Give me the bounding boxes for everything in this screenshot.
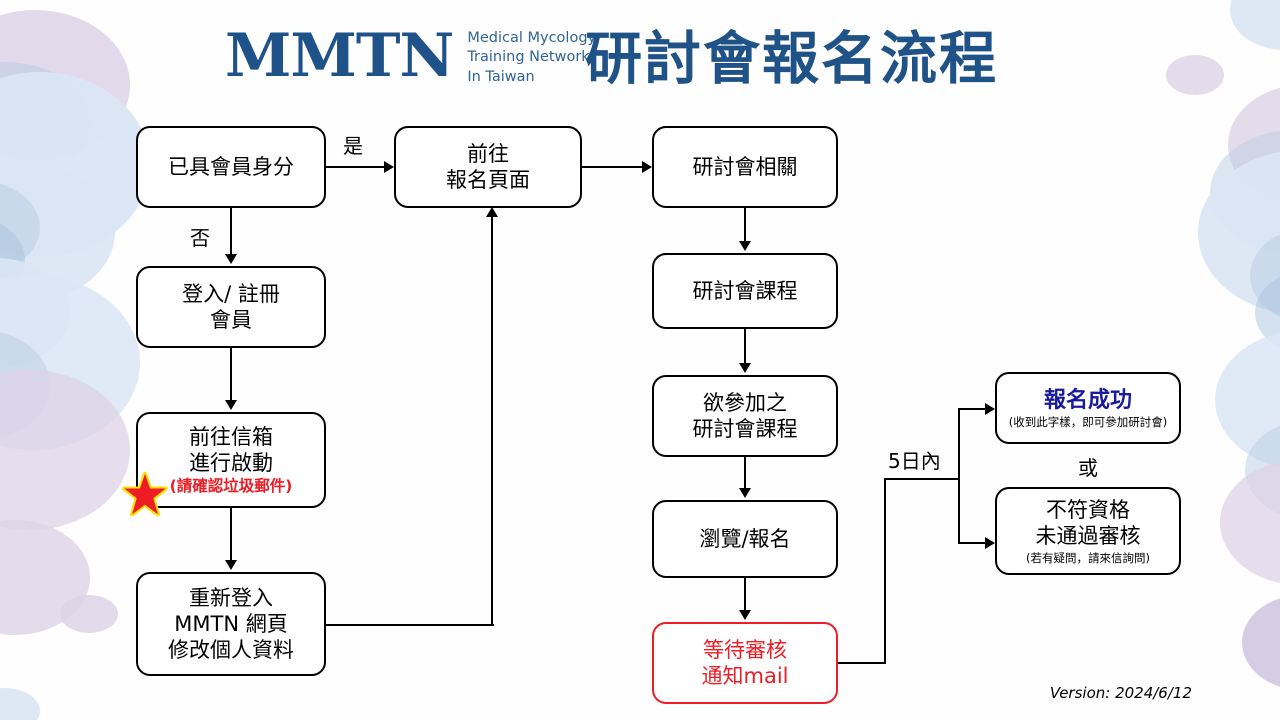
decor-blob	[1210, 130, 1280, 255]
logo-wordmark: MMTN	[225, 21, 454, 92]
node-activate-mail-note: (請確認垃圾郵件)	[169, 476, 293, 495]
page-title: 研討會報名流程	[585, 26, 998, 92]
edge-course-to-desired-arrowhead	[739, 363, 751, 373]
edge-label-yes: 是	[343, 134, 363, 158]
edge-branch-rejected-vertical	[958, 478, 961, 544]
edge-browse-to-waiting	[744, 578, 747, 612]
edge-relogin-loop-horizontal	[326, 624, 494, 627]
node-desired-course-line-2: 研討會課程	[692, 417, 798, 441]
edge-course-to-desired	[744, 329, 747, 365]
edge-branch-success-vertical	[958, 408, 961, 480]
mmtn-logo: MMTN Medical Mycology Training Network I…	[225, 26, 596, 87]
node-relogin-line-1: 重新登入	[189, 585, 273, 610]
node-success[interactable]: 報名成功 (收到此字樣，即可參加研討會)	[995, 372, 1181, 444]
node-waiting-review-line-1: 等待審核	[703, 637, 787, 662]
node-activate-mail-line-2: 進行啟動	[189, 451, 273, 476]
decor-blob	[1242, 595, 1280, 690]
logo-subtitle-line-3: In Taiwan	[467, 68, 535, 85]
edge-branch-success-arrowhead	[985, 403, 995, 415]
edge-branch-success-horizontal	[958, 408, 986, 411]
node-goto-signup-line-1: 前往	[467, 141, 509, 166]
edge-login-to-activate-arrowhead	[225, 400, 237, 410]
edge-waiting-out-vertical	[884, 478, 887, 664]
decor-blob	[0, 160, 115, 305]
logo-subtitle: Medical Mycology Training Network In Tai…	[467, 26, 596, 87]
node-member-check-line-1: 已具會員身分	[168, 154, 294, 179]
node-waiting-review-line-2: 通知mail	[701, 664, 789, 688]
node-success-title: 報名成功	[1043, 387, 1132, 413]
edge-split-horizontal	[884, 478, 960, 481]
node-desired-course[interactable]: 欲參加之 研討會課程	[652, 375, 838, 457]
decor-blob	[1198, 150, 1280, 315]
node-seminar-info[interactable]: 研討會相關	[652, 126, 838, 208]
decor-blob	[1255, 270, 1280, 355]
node-login-register-line-1: 登入/ 註冊	[182, 281, 280, 306]
node-seminar-info-line-1: 研討會相關	[692, 154, 798, 179]
node-login-register[interactable]: 登入/ 註冊 會員	[136, 266, 326, 348]
decor-blob	[0, 330, 50, 440]
node-rejected-subtitle: (若有疑問，請來信詢問)	[1026, 550, 1150, 565]
node-desired-course-line-1: 欲參加之	[703, 390, 787, 415]
edge-info-to-course-arrowhead	[739, 241, 751, 251]
edge-activate-to-relogin-arrowhead	[225, 560, 237, 570]
decor-blob	[1215, 330, 1280, 470]
edge-label-or: 或	[1078, 456, 1098, 480]
node-seminar-course[interactable]: 研討會課程	[652, 253, 838, 329]
edge-label-no: 否	[190, 226, 210, 250]
decor-blob	[0, 258, 70, 368]
edge-browse-to-waiting-arrowhead	[739, 610, 751, 620]
edge-label-within-5-days: 5日內	[888, 449, 941, 473]
version-label: Version: 2024/6/12	[1049, 684, 1192, 702]
decor-blob	[60, 595, 118, 633]
node-waiting-review[interactable]: 等待審核 通知mail	[652, 622, 838, 704]
edge-member-to-signup-arrowhead	[384, 161, 394, 173]
edge-signup-to-info-arrowhead	[642, 161, 652, 173]
logo-subtitle-line-1: Medical Mycology	[467, 30, 597, 46]
node-activate-mail-line-1: 前往信箱	[189, 425, 273, 450]
node-relogin-line-2: MMTN 網頁	[174, 611, 288, 636]
edge-relogin-loop-vertical	[491, 216, 494, 626]
node-success-subtitle: (收到此字樣，即可參加研討會)	[1008, 415, 1168, 430]
edge-activate-to-relogin	[230, 508, 233, 562]
node-rejected-line-2: 未通過審核	[1035, 524, 1141, 549]
decor-blob	[1245, 420, 1280, 520]
decor-blob	[0, 180, 40, 275]
edge-relogin-loop-arrowhead	[486, 207, 498, 217]
decor-blob	[0, 215, 25, 305]
edge-branch-rejected-arrowhead	[985, 537, 995, 549]
node-rejected[interactable]: 不符資格 未通過審核 (若有疑問，請來信詢問)	[995, 487, 1181, 575]
decor-blob	[1250, 228, 1280, 323]
node-activate-mail[interactable]: 前往信箱 進行啟動 (請確認垃圾郵件)	[136, 412, 326, 508]
edge-desired-to-browse-arrowhead	[739, 488, 751, 498]
edge-login-to-activate	[230, 348, 233, 402]
decor-blob	[0, 370, 130, 530]
edge-member-to-signup	[326, 166, 384, 169]
decor-blob	[1220, 460, 1280, 585]
logo-subtitle-line-2: Training Network	[467, 49, 590, 66]
edge-member-to-login	[230, 208, 233, 256]
decor-blob	[0, 688, 40, 720]
node-browse-signup[interactable]: 瀏覽/報名	[652, 500, 838, 578]
edge-desired-to-browse	[744, 457, 747, 490]
edge-waiting-out-horizontal	[838, 662, 886, 665]
edge-branch-rejected-horizontal	[958, 542, 986, 545]
node-rejected-line-1: 不符資格	[1046, 498, 1130, 523]
decor-blob	[0, 275, 140, 450]
node-goto-signup-line-2: 報名頁面	[446, 168, 530, 192]
node-relogin[interactable]: 重新登入 MMTN 網頁 修改個人資料	[136, 572, 326, 676]
edge-member-to-login-arrowhead	[225, 254, 237, 264]
node-seminar-course-line-1: 研討會課程	[692, 278, 798, 303]
node-goto-signup[interactable]: 前往 報名頁面	[394, 126, 582, 208]
node-login-register-line-2: 會員	[210, 308, 252, 332]
node-relogin-line-3: 修改個人資料	[168, 638, 294, 663]
decor-blob	[0, 520, 90, 635]
star-icon	[122, 472, 168, 517]
node-member-check[interactable]: 已具會員身分	[136, 126, 326, 208]
edge-signup-to-info	[582, 166, 642, 169]
node-browse-signup-line-1: 瀏覽/報名	[699, 526, 791, 551]
edge-info-to-course	[744, 208, 747, 243]
slide-header: MMTN Medical Mycology Training Network I…	[0, 0, 1280, 115]
